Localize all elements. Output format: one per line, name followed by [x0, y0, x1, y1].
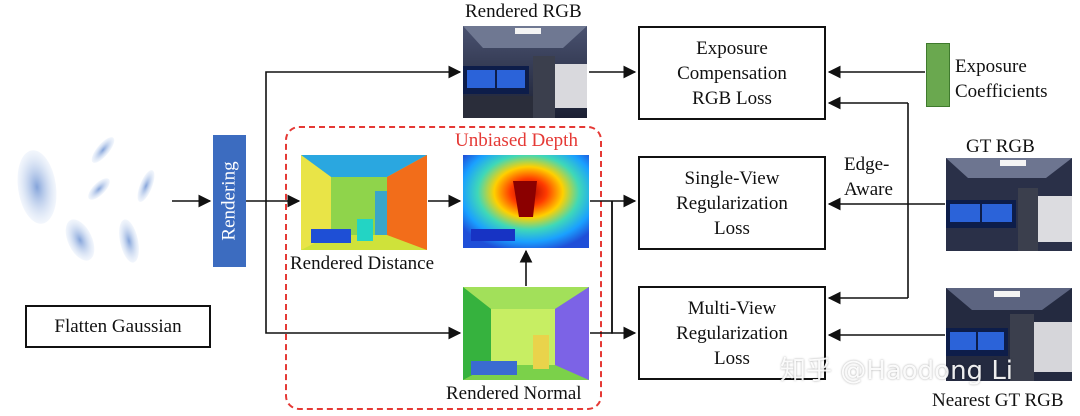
exposure-compensation-loss-box: Exposure Compensation RGB Loss [638, 26, 826, 120]
gt-rgb-image [946, 158, 1072, 251]
multi-view-loss-label: Multi-View Regularization Loss [676, 297, 788, 369]
arrow-rendering-to-rgb [265, 65, 462, 201]
exposure-coefficients-block [926, 43, 950, 107]
watermark: 知乎 @Haodong Li [780, 356, 1014, 386]
gaussian-blob [119, 219, 139, 263]
arrow-depth-to-multi-loss [611, 201, 637, 340]
exposure-coefficients-label: Exposure Coefficients [955, 56, 1048, 102]
flatten-gaussian-box: Flatten Gaussian [25, 305, 211, 348]
gt-rgb-label: GT RGB [966, 136, 1035, 157]
gaussian-blob [65, 219, 95, 261]
unbiased-depth-title: Unbiased Depth [455, 130, 578, 151]
gaussian-blob [17, 150, 57, 224]
rendering-block: Rendering [213, 135, 246, 267]
multi-view-loss-box: Multi-View Regularization Loss [638, 286, 826, 380]
exposure-loss-label: Exposure Compensation RGB Loss [677, 37, 787, 109]
gaussian-blob [88, 178, 110, 200]
edge-aware-label: Edge- Aware [844, 154, 893, 200]
nearest-gt-rgb-image [946, 288, 1072, 381]
nearest-gt-rgb-label: Nearest GT RGB [932, 390, 1064, 411]
flatten-gaussian-label: Flatten Gaussian [54, 316, 182, 337]
unbiased-depth-frame [285, 126, 602, 410]
arrow-rendering-to-normal [265, 201, 462, 340]
rendered-distance-image [301, 155, 427, 250]
rendered-distance-label: Rendered Distance [290, 253, 435, 274]
gaussian-blob [91, 137, 115, 163]
single-view-loss-label: Single-View Regularization Loss [676, 167, 788, 239]
rendered-rgb-image [463, 26, 587, 118]
rendered-rgb-label: Rendered RGB [465, 1, 582, 22]
arrow-normal-to-single-loss [590, 201, 613, 334]
single-view-loss-box: Single-View Regularization Loss [638, 156, 826, 250]
unbiased-depth-image [463, 155, 589, 248]
rendered-normal-label: Rendered Normal [446, 383, 582, 404]
rendered-normal-image [463, 287, 589, 380]
gaussian-blob [137, 170, 155, 202]
